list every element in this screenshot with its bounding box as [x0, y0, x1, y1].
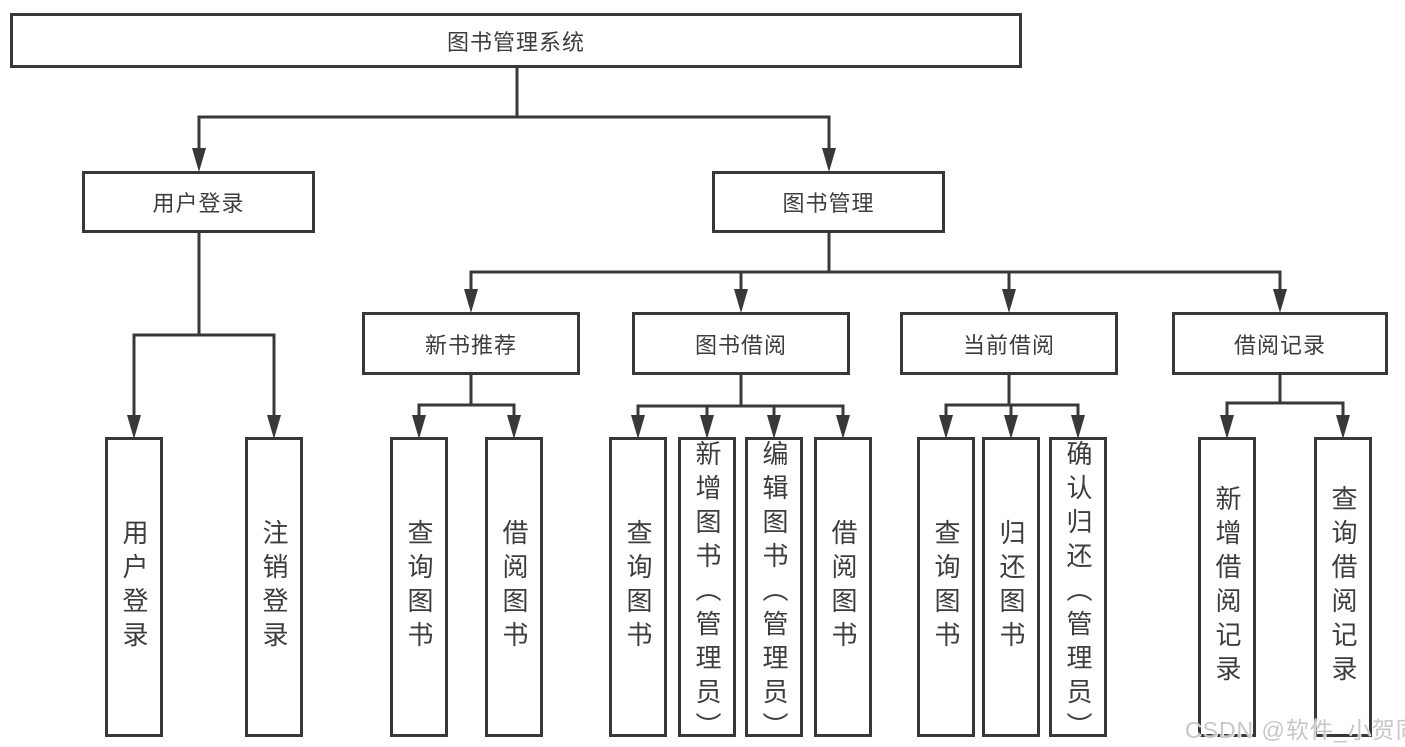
node-book-management: 图书管理	[712, 171, 945, 233]
leaf-user-login: 用户登录	[105, 437, 163, 737]
node-borrow-records: 借阅记录	[1172, 312, 1388, 375]
node-current-borrow: 当前借阅	[900, 312, 1118, 375]
leaf-borrow-edit-books-admin: 编辑图书（管理员）	[745, 437, 803, 746]
connector-book-management-branch	[469, 231, 1282, 293]
connector-current-branch	[944, 373, 1080, 419]
leaf-current-return-books: 归还图书	[982, 437, 1040, 737]
leaf-recommend-borrow-books: 借阅图书	[485, 437, 543, 737]
connector-records-branch	[1225, 373, 1345, 419]
leaf-logout: 注销登录	[245, 437, 303, 737]
node-user-login: 用户登录	[82, 171, 315, 233]
connector-recommend-branch	[417, 373, 516, 419]
leaf-borrow-add-books-admin: 新增图书（管理员）	[678, 437, 736, 746]
leaf-borrow-query-books: 查询图书	[609, 437, 667, 737]
leaf-records-add-record: 新增借阅记录	[1198, 437, 1256, 737]
node-book-borrow: 图书借阅	[632, 312, 850, 375]
node-root-system: 图书管理系统	[10, 13, 1022, 68]
node-new-book-recommend: 新书推荐	[362, 312, 580, 375]
leaf-current-confirm-return-admin: 确认归还（管理员）	[1049, 437, 1107, 746]
arrowheads	[127, 148, 1350, 439]
connector-user-login-branch	[132, 231, 276, 419]
leaf-records-query-record: 查询借阅记录	[1314, 437, 1372, 737]
leaf-current-query-books: 查询图书	[917, 437, 975, 737]
leaf-borrow-borrow-books: 借阅图书	[814, 437, 872, 737]
leaf-recommend-query-books: 查询图书	[390, 437, 448, 737]
connector-borrow-branch	[636, 373, 845, 419]
connector-root-to-level2	[197, 66, 831, 152]
csdn-watermark: CSDN @软件_小贺同学	[1185, 717, 1405, 743]
